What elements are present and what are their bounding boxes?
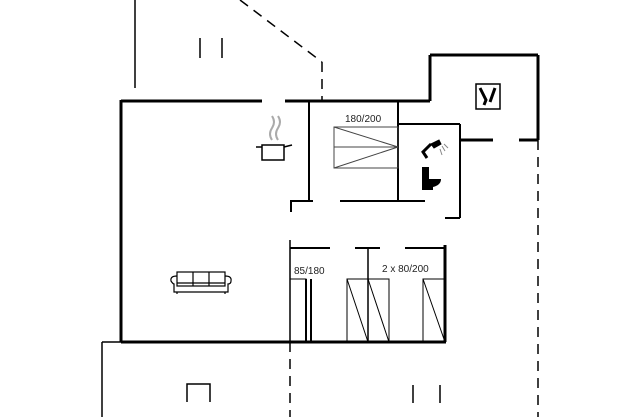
pot-icon: [256, 115, 293, 161]
bed-size-label-twin: 2 x 80/200: [382, 264, 429, 275]
bed-size-label-small: 85/180: [294, 266, 325, 277]
sofa-icon: [170, 271, 232, 294]
interior-walls: [290, 101, 461, 342]
bed-small: [289, 278, 312, 343]
laundry-icon: [475, 83, 501, 110]
beds-twin: [346, 278, 446, 343]
walls: [119, 53, 540, 344]
exterior-lines: [101, 0, 539, 417]
shower-icon: [421, 139, 449, 159]
bed-size-label-double: 180/200: [345, 114, 382, 125]
toilet-icon: [422, 167, 441, 190]
bed-double: [333, 126, 399, 169]
